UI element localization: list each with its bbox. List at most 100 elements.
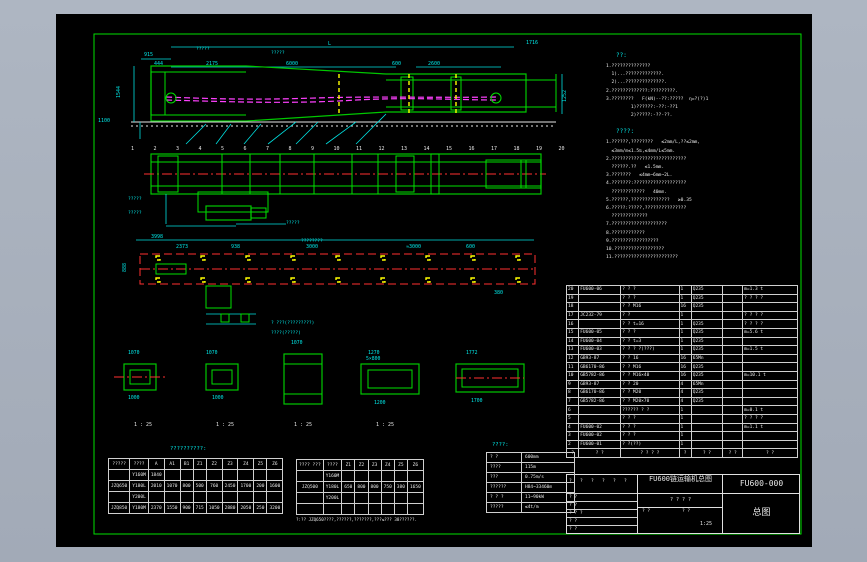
bolt-mark — [425, 255, 431, 261]
drive-table-cell: 200 — [253, 480, 268, 492]
bom-header-cell: ? ? — [742, 448, 798, 458]
part-number-9: 9 — [311, 146, 314, 152]
spec-cell: ???? — [486, 462, 522, 473]
tech-note-line: 2.?????????????:?????????. — [606, 88, 678, 94]
dimension-top-6: 600 — [392, 61, 401, 67]
drive-table-cell: 1550 — [163, 502, 181, 514]
bom-cell: m=10.1 t — [742, 370, 798, 381]
drive-table-row: Y200L — [107, 491, 284, 503]
bom-cell: GB5782-86 — [578, 370, 622, 381]
tech-note-line: 1.?????????????? — [606, 64, 651, 69]
spec-cell: 11~90kW — [521, 492, 575, 503]
install-note-line: 2.??????????????????????????? — [606, 156, 687, 162]
dimension-plan-2: 938 — [231, 244, 240, 250]
bom-cell: GB5782-86 — [578, 396, 622, 407]
title-block-cell: ? — [591, 479, 594, 484]
spec-cell: ? ? — [486, 452, 522, 463]
bom-cell: 18 — [565, 302, 580, 312]
drive-table-cell: 1600 — [266, 480, 284, 492]
spec-cell: 0.75m/s — [521, 472, 575, 483]
reducer-table-cell: Y200L — [322, 492, 343, 504]
install-note-line: ????????????? — [606, 214, 648, 220]
install-note-line: 10.?????????????????? — [606, 247, 665, 253]
title-block-label: ? ? — [567, 501, 637, 509]
part-number-11: 11 — [356, 146, 362, 152]
reducer-table-cell: 750 — [380, 481, 395, 493]
bom-cell — [742, 379, 798, 390]
bom-cell: GB93-87 — [578, 353, 622, 364]
tech-note-line: 1)...?????????????. — [606, 72, 665, 78]
bom-cell: 16 — [678, 353, 692, 364]
drive-table-header-cell: A1 — [163, 458, 181, 470]
dimension-plan-1: 2373 — [176, 244, 188, 250]
drive-table-header-cell: Z6 — [266, 458, 284, 470]
stage-label: ? ? ? ? — [669, 497, 692, 503]
section-scale-3: 1 : 25 — [376, 422, 394, 428]
reducer-table-header-cell: Z4 — [380, 459, 395, 471]
bom-cell: 1 — [678, 405, 692, 415]
bom-cell — [722, 422, 744, 433]
bolt-mark — [425, 277, 431, 283]
bom-cell — [722, 388, 744, 398]
drive-table-cell: Y160M — [129, 469, 149, 481]
drive-table-cell — [253, 469, 268, 481]
bom-cell: GB6170-86 — [578, 388, 622, 398]
spec-cell: 115m — [521, 462, 575, 473]
bom-cell: m=1.1 t — [742, 422, 798, 433]
bom-cell: 1 — [678, 285, 692, 295]
reducer-table-cell — [341, 503, 356, 515]
dimension-top-4: 2175 — [206, 61, 218, 67]
reducer-table-cell: JZQ500 — [296, 481, 324, 493]
section-scale-0: 1 : 25 — [134, 422, 152, 428]
bom-cell — [742, 353, 798, 364]
bom-cell: GB93-87 — [578, 379, 622, 390]
reducer-table-cell — [380, 470, 395, 482]
drive-table-cell: 760 — [205, 480, 223, 492]
section-dim-1: 1070 — [206, 350, 218, 356]
reducer-table-cell — [354, 492, 369, 504]
bom-cell — [742, 431, 798, 441]
reducer-table-cell: 650 — [341, 481, 356, 493]
drive-table-cell: 250 — [253, 502, 268, 514]
bom-cell: 1 — [678, 336, 692, 347]
section-dim-0: 1070 — [128, 350, 140, 356]
part-number-15: 15 — [446, 146, 452, 152]
drive-table-cell — [221, 469, 239, 481]
bolt-mark — [155, 255, 161, 261]
bom-cell — [722, 405, 744, 415]
section-dim-5: 1000 — [128, 395, 140, 401]
bom-cell: 1 — [678, 310, 692, 321]
bom-cell — [578, 293, 622, 304]
drive-table-cell — [237, 469, 255, 481]
mid-table-footnote: ?:?? JZQ650????,??????,???????,???≤??? 3… — [296, 517, 418, 522]
bom-cell: Q235 — [690, 345, 724, 355]
bom-cell — [742, 336, 798, 347]
install-note-line: ???????????? 40mm. — [606, 189, 667, 195]
dimension-top-3: 444 — [154, 61, 163, 67]
bom-cell — [722, 345, 744, 355]
drive-table-cell — [107, 469, 131, 481]
section-dim-9: 5×800 — [366, 356, 381, 362]
bom-cell: 19 — [565, 293, 580, 304]
bom-cell — [722, 285, 744, 295]
reducer-table-cell — [322, 503, 343, 515]
section-scale-1: 1 : 25 — [216, 422, 234, 428]
bom-cell — [690, 439, 724, 450]
spec-cell: ?????? — [486, 482, 522, 493]
drive-table-header-cell: Z4 — [237, 458, 255, 470]
bolt-mark — [290, 255, 296, 261]
bom-cell: m=1.5 t — [742, 345, 798, 355]
part-number-1: 1 — [131, 146, 134, 152]
drive-table-cell — [205, 469, 223, 481]
part-number-10: 10 — [334, 146, 340, 152]
